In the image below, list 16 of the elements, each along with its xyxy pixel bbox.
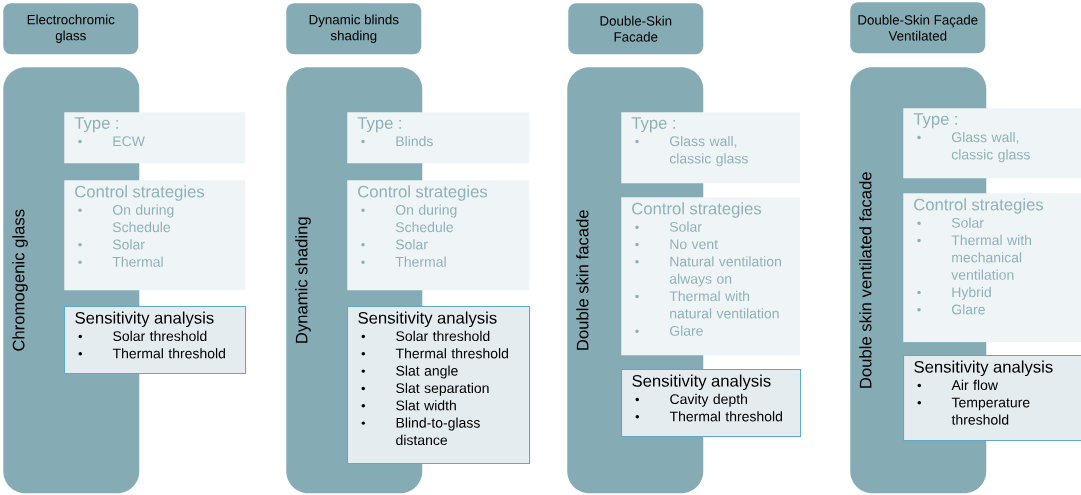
analysis-box: Sensitivity analysis Cavity depth Thermal threshold (621, 369, 802, 438)
info-box: Control strategies Solar Thermal with mechanical ventilation Hybrid Glare (903, 193, 1081, 343)
info-box: Type : Glass wall, classic glass (903, 108, 1081, 179)
info-box: Control strategies On during Schedule Solar Thermal (64, 180, 246, 291)
info-box: Control strategies Solar No vent Natural ventilation always on Thermal with natural ventilation Glare (621, 197, 801, 356)
title-box: Electrochromic glass (3, 3, 139, 55)
info-box: Type : Blinds (347, 112, 530, 164)
analysis-box: Sensitivity analysis Solar threshold Thermal threshold Slat angle Slat separation Slat width Blind-to-glass distance (347, 306, 531, 465)
title-box: Double-Skin Façade Ventilated (850, 2, 986, 54)
title-box: Dynamic blinds shading (286, 3, 422, 55)
info-box: Type : Glass wall, classic glass (621, 112, 801, 184)
title-box: Double-Skin Facade (568, 3, 704, 55)
analysis-box: Sensitivity analysis Air flow Temperature threshold (903, 355, 1081, 442)
info-box: Control strategies On during Schedule Solar Thermal (347, 180, 530, 291)
info-box: Type : ECW (64, 112, 246, 164)
analysis-box: Sensitivity analysis Solar threshold Thermal threshold (64, 306, 247, 375)
